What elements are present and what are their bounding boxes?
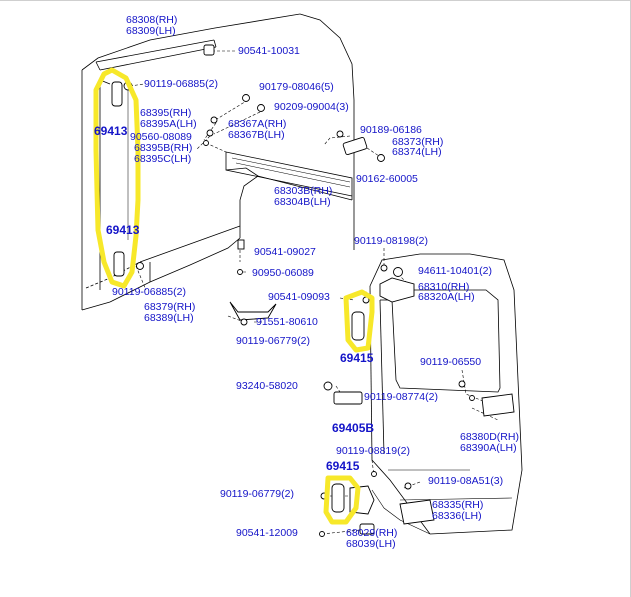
highlight-69415-upper	[343, 289, 375, 353]
label-94611-10401: 94611-10401(2)	[418, 265, 492, 277]
label-69415-upper: 69415	[340, 351, 374, 365]
label-68367a: 68367A(RH)	[228, 118, 287, 130]
label-90541-09027: 90541-09027	[254, 246, 316, 258]
label-68320a: 68320A(LH)	[418, 291, 475, 303]
label-68373: 68373(RH)	[392, 136, 444, 148]
label-90119-06885-lower: 90119-06885(2)	[112, 286, 186, 298]
label-68336: 68336(LH)	[432, 510, 482, 522]
van-body-upper	[81, 13, 355, 311]
label-90179-08046: 90179-08046(5)	[259, 81, 334, 93]
label-69413-upper: 69413	[94, 124, 128, 138]
label-90119-06779-upper: 90119-06779(2)	[236, 335, 310, 347]
label-68395b: 68395B(RH)	[134, 142, 193, 154]
label-90541-10031: 90541-10031	[238, 45, 300, 57]
label-68303b: 68303B(RH)	[274, 185, 333, 197]
label-68039: 68039(LH)	[346, 538, 396, 550]
label-90950-06089: 90950-06089	[252, 267, 314, 279]
label-68395c: 68395C(LH)	[134, 153, 192, 165]
label-68310: 68310(RH)	[418, 281, 470, 293]
label-68389: 68389(LH)	[144, 312, 194, 324]
label-68395a: 68395A(LH)	[140, 118, 197, 130]
label-68390a: 68390A(LH)	[460, 442, 517, 454]
label-93240-58020: 93240-58020	[236, 380, 298, 392]
label-90541-09093: 90541-09093	[268, 291, 330, 303]
label-90560-08089: 90560-08089	[130, 131, 192, 143]
label-69405b: 69405B	[332, 421, 375, 435]
label-68308: 68308(RH)	[126, 14, 178, 26]
label-90119-08819: 90119-08819(2)	[336, 445, 410, 457]
label-68029: 68029(RH)	[346, 527, 398, 539]
highlight-69413-rail	[93, 67, 141, 289]
label-91551-80610: 91551-80610	[256, 316, 318, 328]
label-90119-08198: 90119-08198(2)	[354, 235, 428, 247]
highlight-marks	[93, 67, 375, 525]
label-69413-lower: 69413	[106, 223, 140, 237]
label-90119-06779-lower: 90119-06779(2)	[220, 488, 294, 500]
label-90119-08774: 90119-08774(2)	[364, 391, 438, 403]
label-90119-08a51: 90119-08A51(3)	[428, 475, 504, 487]
label-68395: 68395(RH)	[140, 107, 192, 119]
label-68380d: 68380D(RH)	[460, 431, 519, 443]
label-68379: 68379(RH)	[144, 301, 196, 313]
label-68309: 68309(LH)	[126, 25, 176, 37]
label-69415-lower: 69415	[326, 459, 360, 473]
label-90541-12009: 90541-12009	[236, 527, 298, 539]
label-68304b: 68304B(LH)	[274, 196, 331, 208]
label-68374: 68374(LH)	[392, 146, 442, 158]
label-90162-60005: 90162-60005	[356, 173, 418, 185]
label-90119-06885-upper: 90119-06885(2)	[144, 78, 218, 90]
hardware-upper	[111, 44, 385, 277]
highlight-69415-lower	[323, 475, 361, 525]
label-90209-09004: 90209-09004(3)	[274, 101, 349, 113]
label-68367b: 68367B(LH)	[228, 129, 285, 141]
label-68335: 68335(RH)	[432, 499, 484, 511]
label-90119-06550: 90119-06550	[420, 356, 482, 368]
frame-border-top	[0, 0, 631, 1]
label-90189-06186: 90189-06186	[360, 124, 422, 136]
